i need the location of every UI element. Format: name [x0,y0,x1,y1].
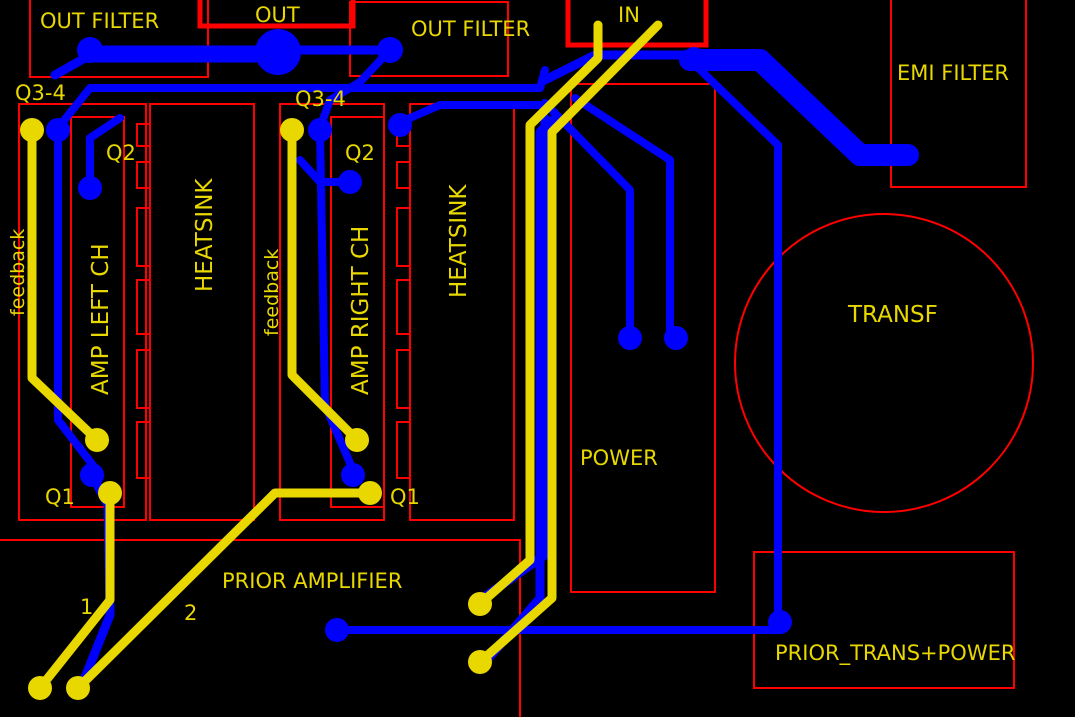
yellow-pads [20,118,492,700]
right-feedback-trace [287,125,362,445]
prior-bus-pad [325,618,349,642]
left-feedback-return-trace [54,126,99,472]
in-right-trace [475,20,663,667]
in-pad [683,47,705,69]
in-to-power-trace-b [571,94,674,342]
right-feedback-pad-bottom [345,428,369,452]
in-left-pad [468,592,492,616]
left-feedback-pad-top [20,118,44,142]
left-q1-pad [80,463,104,487]
q1-right-label: Q1 [390,485,420,509]
in-label: IN [618,3,640,27]
amp-right-inner-outline [330,116,385,508]
prior-trans-power-pad [768,610,792,634]
in-left-trace [475,20,603,609]
in-to-power-trace-a [541,99,634,342]
left-q2-trace [86,114,124,192]
right-heatsink-pad [388,113,412,137]
out-filter-right-pad [377,37,403,63]
q1-left-label: Q1 [45,485,75,509]
right-q2-pad [338,170,362,194]
right-input-pad [358,481,382,505]
feedback-left-label: feedback [7,229,29,316]
heatsink-right-fins [396,123,410,479]
feedback-right-label: feedback [261,249,283,336]
amp-right-label: AMP RIGHT CH [348,226,374,395]
emi-filter-label: EMI FILTER [897,61,1009,85]
transf-label: TRANSF [847,302,938,328]
transformer-outline [734,213,1034,513]
prior-amplifier-outline [0,539,521,717]
power-to-prior-trace [686,56,782,626]
silkscreen-labels: OUT FILTER OUT OUT FILTER IN EMI FILTER … [7,3,1015,666]
q2-right-label: Q2 [345,141,375,165]
amp-left-inner-outline [70,116,125,508]
prior-pad-1 [28,676,52,700]
right-feedback-pad-top [280,118,304,142]
right-filter-trace [316,46,394,132]
left-q2-pad [78,176,102,200]
power-pad-a [618,326,642,350]
q34-right-label: Q3-4 [295,87,346,111]
emi-filter-outline [890,0,1027,188]
out-filter-left-label: OUT FILTER [40,9,159,33]
heatsink-right-outline [409,103,515,521]
in-right-pad [468,650,492,674]
left-input-pad [98,481,122,505]
out-filter-left-pad [77,37,103,63]
amp-left-label: AMP LEFT CH [88,243,114,395]
prior-trans-power-outline [753,551,1015,689]
out-label: OUT [255,3,300,27]
left-input-trace [35,488,115,693]
heatsink-left-label: HEATSINK [192,178,218,292]
out-connector-pad [255,29,301,75]
emi-feed-trace [679,49,919,166]
out-connector-outline [197,0,356,29]
blue-pads [46,29,792,642]
in-signal-trace-b [475,113,550,605]
power-outline [570,83,716,593]
q2-left-label: Q2 [106,141,136,165]
pin-1-label: 1 [80,595,93,619]
power-label: POWER [580,446,658,470]
prior-pad-2 [66,676,90,700]
pin-2-label: 2 [184,601,197,625]
right-q1-input-trace [73,488,375,693]
heatsink-left-fins [136,123,150,479]
prior-trans-power-label: PRIOR_TRANS+POWER [775,641,1015,666]
power-pad-b [664,326,688,350]
left-feedback-pad-bottom [85,428,109,452]
q34-left-label: Q3-4 [15,81,66,105]
heatsink-left-outline [149,103,255,521]
left-q34-pad [46,118,70,142]
prior-amplifier-label: PRIOR AMPLIFIER [222,569,402,593]
out-filter-right-label: OUT FILTER [411,17,530,41]
out-filter-left-outline [29,0,209,78]
left-feedback-trace [27,125,102,445]
heatsink-right-label: HEATSINK [446,184,472,298]
right-q34-pad [308,118,332,142]
right-q1-pad [341,463,365,487]
out-filter-right-outline [349,1,509,77]
yellow-traces [27,20,663,693]
amp-left-outline [18,103,147,521]
